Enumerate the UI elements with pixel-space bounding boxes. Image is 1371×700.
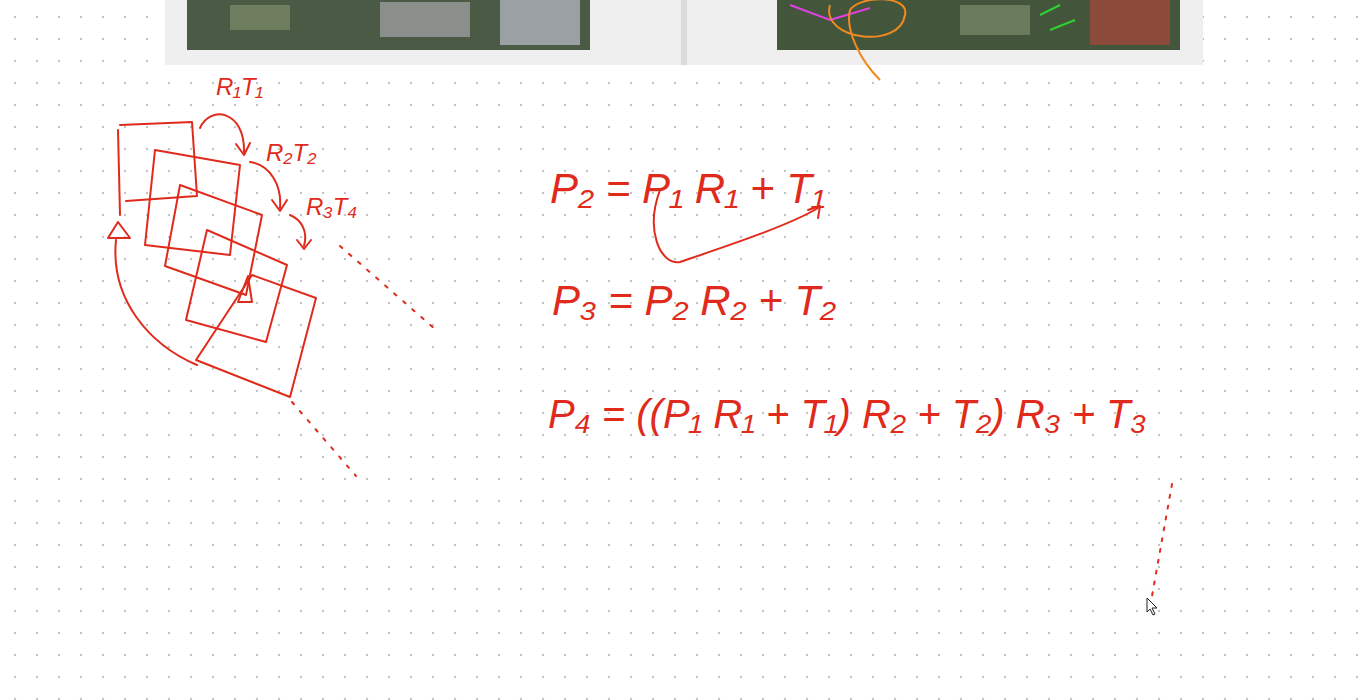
equation-text: P₄ = ((P₁ R₁ + T₁) R₂ + T₂) R₃ + T₃ bbox=[548, 392, 1146, 436]
camera-triangle bbox=[238, 276, 252, 302]
satellite-image bbox=[187, 0, 590, 50]
orange-scribble bbox=[829, 0, 905, 80]
frame-square bbox=[196, 275, 316, 397]
frame-square bbox=[186, 230, 287, 342]
transform-label: R₁T₁ bbox=[216, 74, 263, 100]
satellite-image bbox=[777, 0, 1180, 50]
arrow-head bbox=[272, 200, 287, 211]
image-patch bbox=[1090, 0, 1170, 45]
dotted-line bbox=[1152, 484, 1172, 596]
dotted-line bbox=[340, 246, 436, 330]
loop-curve bbox=[115, 240, 197, 365]
equation-text: P₃ = P₂ R₂ + T₂ bbox=[552, 278, 836, 324]
page-strip bbox=[165, 0, 1203, 65]
image-patch bbox=[960, 5, 1030, 35]
image-patch bbox=[230, 5, 290, 30]
camera-triangle bbox=[108, 222, 130, 238]
transform-arrow bbox=[250, 162, 280, 208]
mouse-cursor bbox=[1147, 598, 1157, 615]
frame-square bbox=[118, 122, 197, 215]
image-patch bbox=[380, 2, 470, 37]
transform-label: R₃T₄ bbox=[306, 194, 357, 220]
equation-text: P₂ = P₁ R₁ + T₁ bbox=[550, 166, 825, 212]
image-marking bbox=[1040, 5, 1075, 30]
dotted-line bbox=[292, 402, 356, 476]
arrow-head bbox=[236, 143, 250, 155]
page-divider bbox=[681, 0, 687, 65]
arrow-head bbox=[297, 240, 311, 249]
image-patch bbox=[500, 0, 580, 45]
transform-label: R₂T₂ bbox=[266, 140, 316, 166]
